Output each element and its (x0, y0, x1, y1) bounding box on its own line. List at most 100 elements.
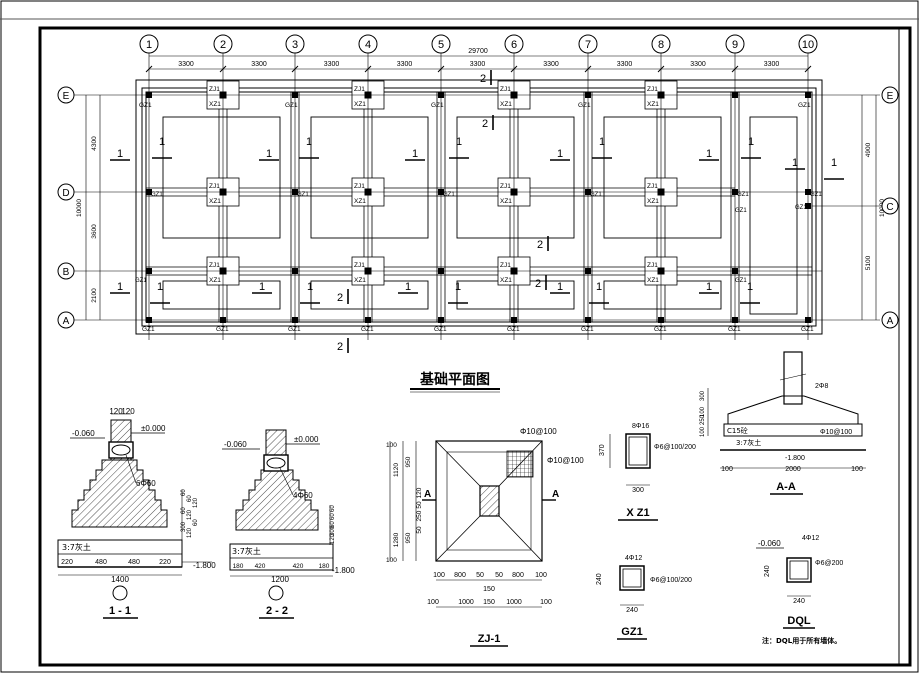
plan-xz-label: XZ1 (209, 277, 221, 284)
section-2-2-beam-core (266, 457, 286, 469)
plan-column-xz (219, 267, 227, 275)
zj1-vdim-small: 100 (386, 557, 397, 564)
plan-dim-left-span: 3600 (91, 224, 98, 239)
section-1-1-step-dim: 120 (193, 497, 199, 508)
plan-column-xz (219, 91, 227, 99)
plan-xz-label: XZ1 (647, 198, 659, 205)
plan-section1-label: 1 (706, 281, 712, 293)
plan-col-bubble (431, 34, 451, 54)
plan-section2-label: 2 (337, 341, 343, 353)
plan-column-gz (732, 317, 738, 323)
plan-col-bubble-label: 9 (732, 39, 738, 51)
dql-stirrup (789, 560, 809, 580)
zj1-hdim2: 1000 (506, 599, 522, 606)
plan-gz-label-bottom: GZ1 (728, 326, 741, 333)
section-1-1-step-dim: 60 (181, 507, 187, 514)
plan-col-bubble (358, 34, 378, 54)
plan-dim-left-span: 4300 (91, 136, 98, 151)
plan-gz-label-bottom: GZ1 (361, 326, 374, 333)
dql-bars: 4Φ12 (802, 535, 819, 542)
plan-dim-span: 3300 (543, 61, 559, 68)
section-2-2-step-dim: 120 (330, 533, 336, 544)
section-2-2-lime-fill (229, 543, 334, 571)
zj1-outline (435, 440, 543, 562)
plan-room-outline (456, 116, 575, 239)
plan-dim-tick (437, 65, 445, 73)
plan-zj-label: ZJ1 (500, 262, 511, 269)
aa-column (783, 351, 803, 405)
plan-col-bubble-label: 4 (365, 39, 371, 51)
plan-column-gz (146, 189, 152, 195)
plan-section1-label: 1 (307, 281, 313, 293)
plan-title: 基础平面图 (420, 371, 490, 388)
plan-col-bubble (504, 34, 524, 54)
gz1-w: 240 (626, 607, 638, 614)
section-2-2-marker (268, 585, 284, 601)
section-1-1-hatch-body (71, 446, 168, 528)
dql-outline (786, 557, 812, 583)
plan-column-gz (438, 317, 444, 323)
section-1-1-step-dim: 60 (193, 519, 199, 526)
plan-column-xz (364, 91, 372, 99)
zj1-hdim2: 1000 (458, 599, 474, 606)
plan-row-bubble-left (57, 183, 75, 201)
plan-col-bubble-label: 6 (511, 39, 517, 51)
zj1-vdim: 1120 (393, 463, 400, 477)
plan-column-gz (805, 189, 811, 195)
zj1-vdim: 250 (416, 510, 423, 521)
zj1-hdim2: 150 (483, 599, 495, 606)
plan-gz-label-bottom: GZ1 (801, 326, 814, 333)
plan-section1-label: 1 (157, 281, 163, 293)
plan-xz-label: XZ1 (354, 198, 366, 205)
aa-level-dim: 250 (700, 414, 706, 425)
zj1-vdim: 50 (416, 501, 423, 509)
plan-row-bubble-left (57, 311, 75, 329)
plan-axis-lines (74, 50, 880, 340)
plan-zj-label: ZJ1 (209, 262, 220, 269)
plan-column-gz (292, 92, 298, 98)
plan-dim-tick (291, 65, 299, 73)
plan-room-outline (749, 116, 798, 315)
section-1-1-total: 1400 (111, 575, 129, 584)
zj1-hdim1: 50 (495, 572, 503, 579)
section-2-2-fill-label: 3:7灰土 (232, 546, 261, 556)
dql-level: -0.060 (758, 539, 781, 548)
section-1-1-step-dim: 300 (181, 521, 187, 532)
xz1-bars: 8Φ16 (632, 423, 649, 430)
aa-base-level: -1.800 (785, 455, 805, 462)
drawing-frame (38, 26, 912, 667)
section-1-1-beam-core (111, 444, 131, 456)
plan-columns: ZJ1XZ1ZJ1XZ1ZJ1XZ1ZJ1XZ1ZJ1XZ1ZJ1XZ1ZJ1X… (135, 86, 822, 333)
zj1-hdim1: 50 (476, 572, 484, 579)
plan-column-gz (732, 268, 738, 274)
plan-col-bubble (578, 34, 598, 54)
plan-gz-label-top: GZ1 (139, 102, 152, 109)
gz1-stirrup-label: Φ6@100/200 (650, 577, 692, 584)
plan-col-bubble (651, 34, 671, 54)
plan-gz-label-mid: GZ1 (297, 192, 309, 198)
plan-dim-tick (657, 65, 665, 73)
section-1-1-marker (112, 585, 128, 601)
plan-dim-span: 3300 (617, 61, 633, 68)
section-2-2-step-dim: 60 (330, 513, 336, 520)
plan-strip-inner (145, 91, 813, 323)
section-2-2-rebar: 4Φ60 (293, 491, 313, 500)
plan-col-bubble-label: 8 (658, 39, 664, 51)
plan-column-gz (438, 189, 444, 195)
xz1-stirrup (628, 436, 648, 466)
section-1-1-rebar-leader (125, 454, 137, 484)
plan-dim-tick (364, 65, 372, 73)
gz1-h: 240 (596, 573, 603, 585)
plan-section1-label: 1 (748, 136, 754, 148)
section-2-2-bottom-dim: 420 (255, 563, 266, 570)
plan-zj-label: ZJ1 (209, 86, 220, 93)
plan-section1-label: 1 (412, 148, 418, 160)
dql-h: 240 (764, 565, 771, 577)
section-1-1-fill-label: 3:7灰土 (62, 542, 91, 552)
section-1-1-gl-level: -0.060 (72, 429, 95, 438)
section-2-2-title: 2 - 2 (266, 605, 288, 617)
